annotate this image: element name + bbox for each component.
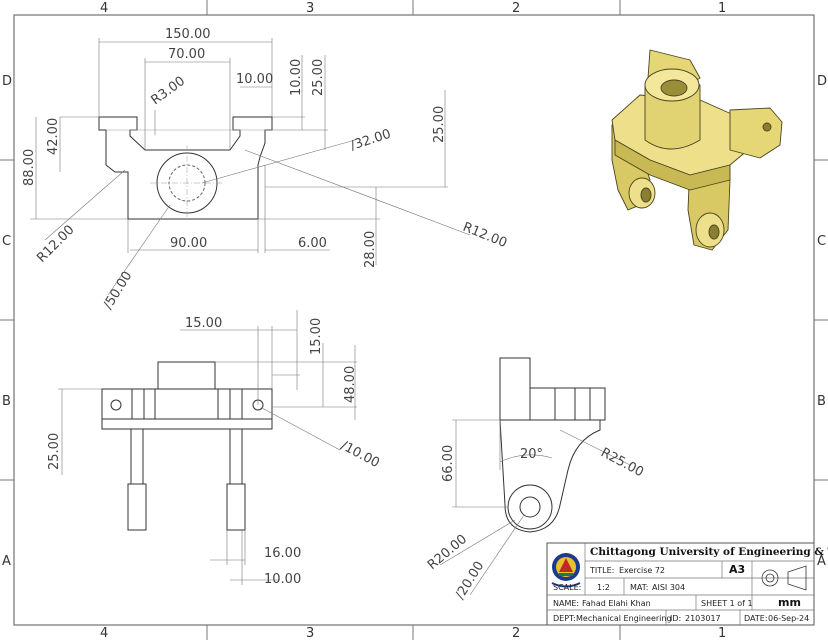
projection-symbol-icon — [761, 565, 807, 591]
model-boss-hole — [660, 79, 688, 97]
dim-10-bottom: 10.00 — [264, 572, 301, 587]
title-block: Chittagong University of Engineering & T… — [546, 542, 828, 626]
title-value: Exercise 72 — [619, 566, 665, 575]
dim-25-vertical: 25.00 — [311, 59, 326, 96]
dim-r20: R20.00 — [425, 532, 470, 573]
material-value: AISI 304 — [652, 583, 685, 592]
university-name: Chittagong University of Engineering & T… — [590, 546, 828, 558]
zone-left-d: D — [2, 74, 12, 89]
dim-90: 90.00 — [170, 236, 207, 251]
zone-right-b: B — [817, 394, 826, 409]
dim-r12-right: R12.00 — [461, 220, 510, 251]
dept-value: Mechanical Engineering — [576, 614, 672, 623]
dim-48: 48.00 — [343, 366, 358, 403]
paper-size: A3 — [729, 563, 745, 576]
dept-label: DEPT: — [553, 614, 576, 623]
front-view-dim-lines — [30, 38, 471, 296]
dim-dia50: ∕50.00 — [101, 269, 136, 312]
dim-28: 28.00 — [363, 231, 378, 268]
side-view — [499, 357, 606, 533]
zone-right-a: A — [817, 554, 826, 569]
material-label: MAT: — [630, 583, 648, 592]
zone-left-a: A — [2, 554, 11, 569]
dim-70: 70.00 — [168, 47, 205, 62]
side-view-dim-lines — [439, 419, 631, 596]
date-label: DATE: — [744, 614, 768, 623]
zone-top-2: 3 — [306, 1, 314, 16]
scale-value: 1:2 — [597, 583, 610, 592]
zone-bottom-3: 2 — [512, 626, 520, 640]
top-foot-right — [226, 483, 246, 531]
dim-15-vertical: 15.00 — [309, 318, 324, 355]
model-right-flange — [729, 107, 783, 159]
top-foot-left — [127, 483, 147, 531]
units: mm — [778, 596, 801, 609]
dim-dia20: ∕20.00 — [453, 559, 488, 602]
sheet-number: SHEET 1 of 1 — [701, 599, 753, 608]
university-logo — [551, 553, 581, 588]
side-boss — [499, 357, 531, 421]
title-label: TITLE: — [589, 566, 614, 575]
dim-10-vertical: 10.00 — [289, 59, 304, 96]
front-view — [98, 116, 273, 222]
name-value: Fahad Elahi Khan — [582, 599, 651, 608]
id-value: 2103017 — [685, 614, 721, 623]
side-bore-inner — [519, 496, 541, 518]
dim-25-right: 25.00 — [432, 106, 447, 143]
top-view-dim-lines — [58, 310, 357, 585]
scale-label: SCALE: — [553, 583, 581, 592]
side-flange — [529, 387, 606, 421]
dim-6: 6.00 — [298, 236, 327, 251]
front-view-dims: 150.00 70.00 R3.00 10.00 10.00 25.00 42.… — [22, 27, 509, 312]
zone-bottom-1: 4 — [100, 626, 108, 640]
zone-left-b: B — [2, 394, 11, 409]
zone-bottom-4: 1 — [718, 626, 726, 640]
dim-dia10: ∕10.00 — [338, 438, 382, 471]
top-boss — [157, 361, 216, 390]
side-bore-outer — [507, 484, 553, 530]
top-leg-left — [130, 428, 144, 485]
dim-88: 88.00 — [22, 149, 37, 186]
dim-15-horizontal: 15.00 — [185, 316, 222, 331]
dim-66: 66.00 — [441, 445, 456, 482]
zone-right-c: C — [817, 234, 826, 249]
dim-r25: R25.00 — [598, 445, 646, 480]
top-view — [101, 361, 273, 531]
dim-r12-left: R12.00 — [34, 223, 77, 266]
top-base-lower — [101, 418, 273, 430]
top-base — [101, 388, 273, 420]
front-view-outline — [98, 116, 273, 220]
dim-dia32: ∕32.00 — [349, 127, 393, 154]
zone-top-3: 2 — [512, 1, 520, 16]
zone-top-4: 1 — [718, 1, 726, 16]
zone-top-1: 4 — [100, 1, 108, 16]
dim-42: 42.00 — [46, 118, 61, 155]
top-view-dims: 15.00 15.00 48.00 25.00 ∕10.00 16.00 10.… — [47, 316, 382, 587]
dim-10-horizontal: 10.00 — [236, 72, 273, 87]
zone-left-c: C — [2, 234, 11, 249]
model-boss — [644, 84, 701, 150]
top-leg-right — [229, 428, 243, 485]
zone-bottom-2: 3 — [306, 626, 314, 640]
name-label: NAME: — [553, 599, 579, 608]
dim-16: 16.00 — [264, 546, 301, 561]
id-label: ID: — [670, 614, 681, 623]
date-value: 06-Sep-24 — [768, 614, 809, 623]
dim-25-top-view: 25.00 — [47, 433, 62, 470]
top-hole-left — [110, 399, 122, 411]
dim-r3: R3.00 — [149, 74, 189, 108]
isometric-model — [611, 49, 783, 251]
zone-right-d: D — [817, 74, 827, 89]
dim-150: 150.00 — [165, 27, 211, 42]
dim-angle-20: 20° — [520, 447, 543, 462]
